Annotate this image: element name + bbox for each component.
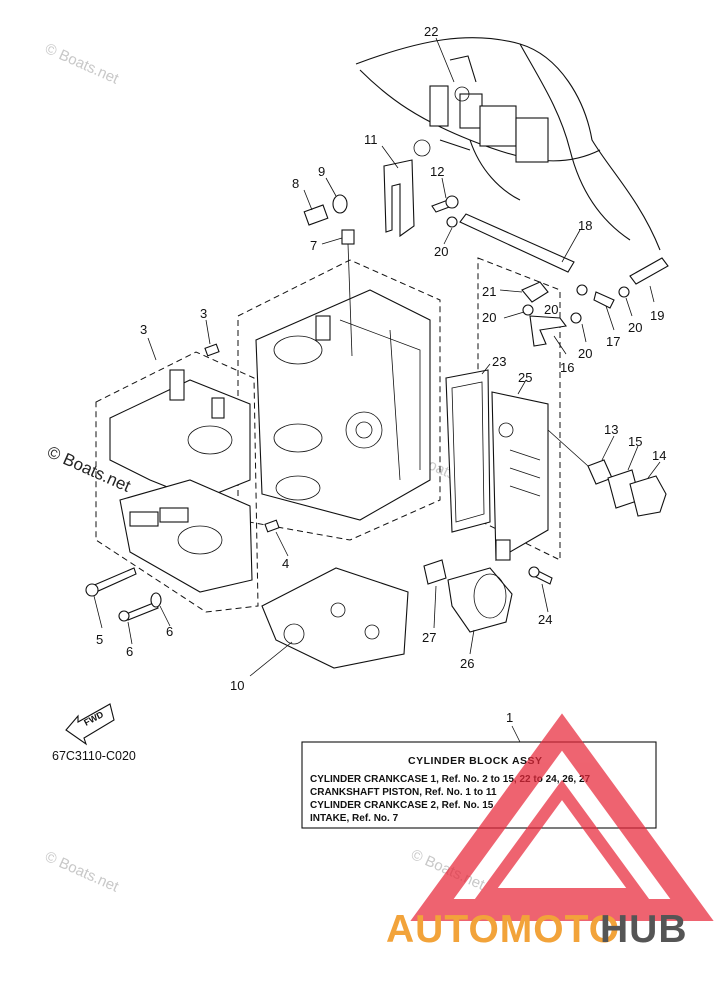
hose-19-drawing: [629, 257, 669, 285]
callout-17: 17: [606, 334, 620, 349]
callout-23: 24: [538, 612, 552, 627]
brand-logo: [410, 713, 714, 921]
part-17-drawing: [593, 291, 615, 309]
callout-8: 8: [292, 176, 299, 191]
callout-10: 10: [230, 678, 244, 693]
watermark-bottom-left: © Boats.net: [42, 848, 121, 896]
part-8-drawing: [303, 204, 329, 226]
clip-20-a: [446, 216, 458, 228]
part-14-drawing: [629, 475, 667, 517]
callout-27: 27: [422, 630, 436, 645]
callout-18: 18: [578, 218, 592, 233]
callout-11: 11: [364, 132, 378, 147]
callout-25: 21: [482, 284, 496, 299]
svg-text:AUTOMOTO: AUTOMOTO: [386, 908, 620, 951]
leader-lines: [93, 37, 661, 743]
callout-3-a: 3: [200, 306, 207, 321]
callout-9: 9: [318, 164, 325, 179]
cylinder-block-drawing: [255, 289, 431, 521]
callout-14: 14: [652, 448, 666, 463]
callout-5: 6: [126, 644, 133, 659]
assy-box-title: CYLINDER BLOCK ASSY: [408, 755, 543, 767]
svg-text:HUB: HUB: [600, 908, 688, 951]
hose-16-drawing: [529, 315, 567, 347]
part-9-drawing: [332, 194, 348, 214]
callout-19: 19: [650, 308, 664, 323]
bolt-4-drawing: [91, 567, 137, 593]
dowel-3-b: [264, 519, 280, 533]
assy-box-line-2: CRANKSHAFT PISTON, Ref. No. 1 to 11: [310, 787, 497, 798]
oil-filter-26-drawing: [447, 567, 513, 633]
callout-24: 25: [518, 370, 532, 385]
callout-20-d: 20: [482, 310, 496, 325]
callout-13: 13: [604, 422, 618, 437]
assy-box-line-1: CYLINDER CRANKCASE 1, Ref. No. 2 to 15, …: [310, 774, 591, 785]
callout-12: 12: [430, 164, 444, 179]
watermark-top-left: © Boats.net: [42, 40, 121, 88]
callout-3-b: 4: [282, 556, 289, 571]
gasket-10-drawing: [261, 567, 409, 669]
cover-24-drawing: [491, 391, 549, 561]
callout-6-visible: 6: [166, 624, 173, 639]
dowel-3-a: [204, 343, 220, 357]
crankcase-drawing: [109, 369, 253, 593]
fwd-arrow: FWD: [65, 703, 115, 746]
part-27-drawing: [423, 559, 447, 585]
part-11-drawing: [383, 159, 415, 238]
callout-16: 16: [560, 360, 574, 375]
callout-7: 7: [310, 238, 317, 253]
callout-20-b: 20: [544, 302, 558, 317]
callout-20-c: 20: [628, 320, 642, 335]
part-7-drawing: [341, 229, 355, 245]
callout-20-a: 20: [434, 244, 448, 259]
callout-numbers: 22 11 9 8 12 7 20 18 21 20 17 20 19 20 2…: [96, 24, 666, 725]
callout-21: 22: [424, 24, 438, 39]
brand-wordmark: AUTOMOTO HUB: [386, 908, 688, 951]
assy-box-line-4: INTAKE, Ref. No. 7: [310, 813, 399, 824]
assy-box-line-3: CYLINDER CRANKCASE 2, Ref. No. 15: [310, 800, 494, 811]
engine-cowling-drawing: [355, 37, 661, 251]
diagram-code: 67C3110-C020: [52, 749, 136, 763]
callout-2: 3: [140, 322, 147, 337]
callout-4: 5: [96, 632, 103, 647]
fitting-25-drawing: [521, 281, 549, 303]
callout-22: 23: [492, 354, 506, 369]
washer-6-drawing: [150, 592, 162, 608]
gasket-22-drawing: [445, 369, 491, 533]
callout-1: 1: [506, 710, 513, 725]
crankcase-outline: [95, 351, 259, 613]
callout-20-e: 20: [578, 346, 592, 361]
callout-26: 26: [460, 656, 474, 671]
hose-18-drawing: [459, 213, 575, 273]
callout-15: 15: [628, 434, 642, 449]
